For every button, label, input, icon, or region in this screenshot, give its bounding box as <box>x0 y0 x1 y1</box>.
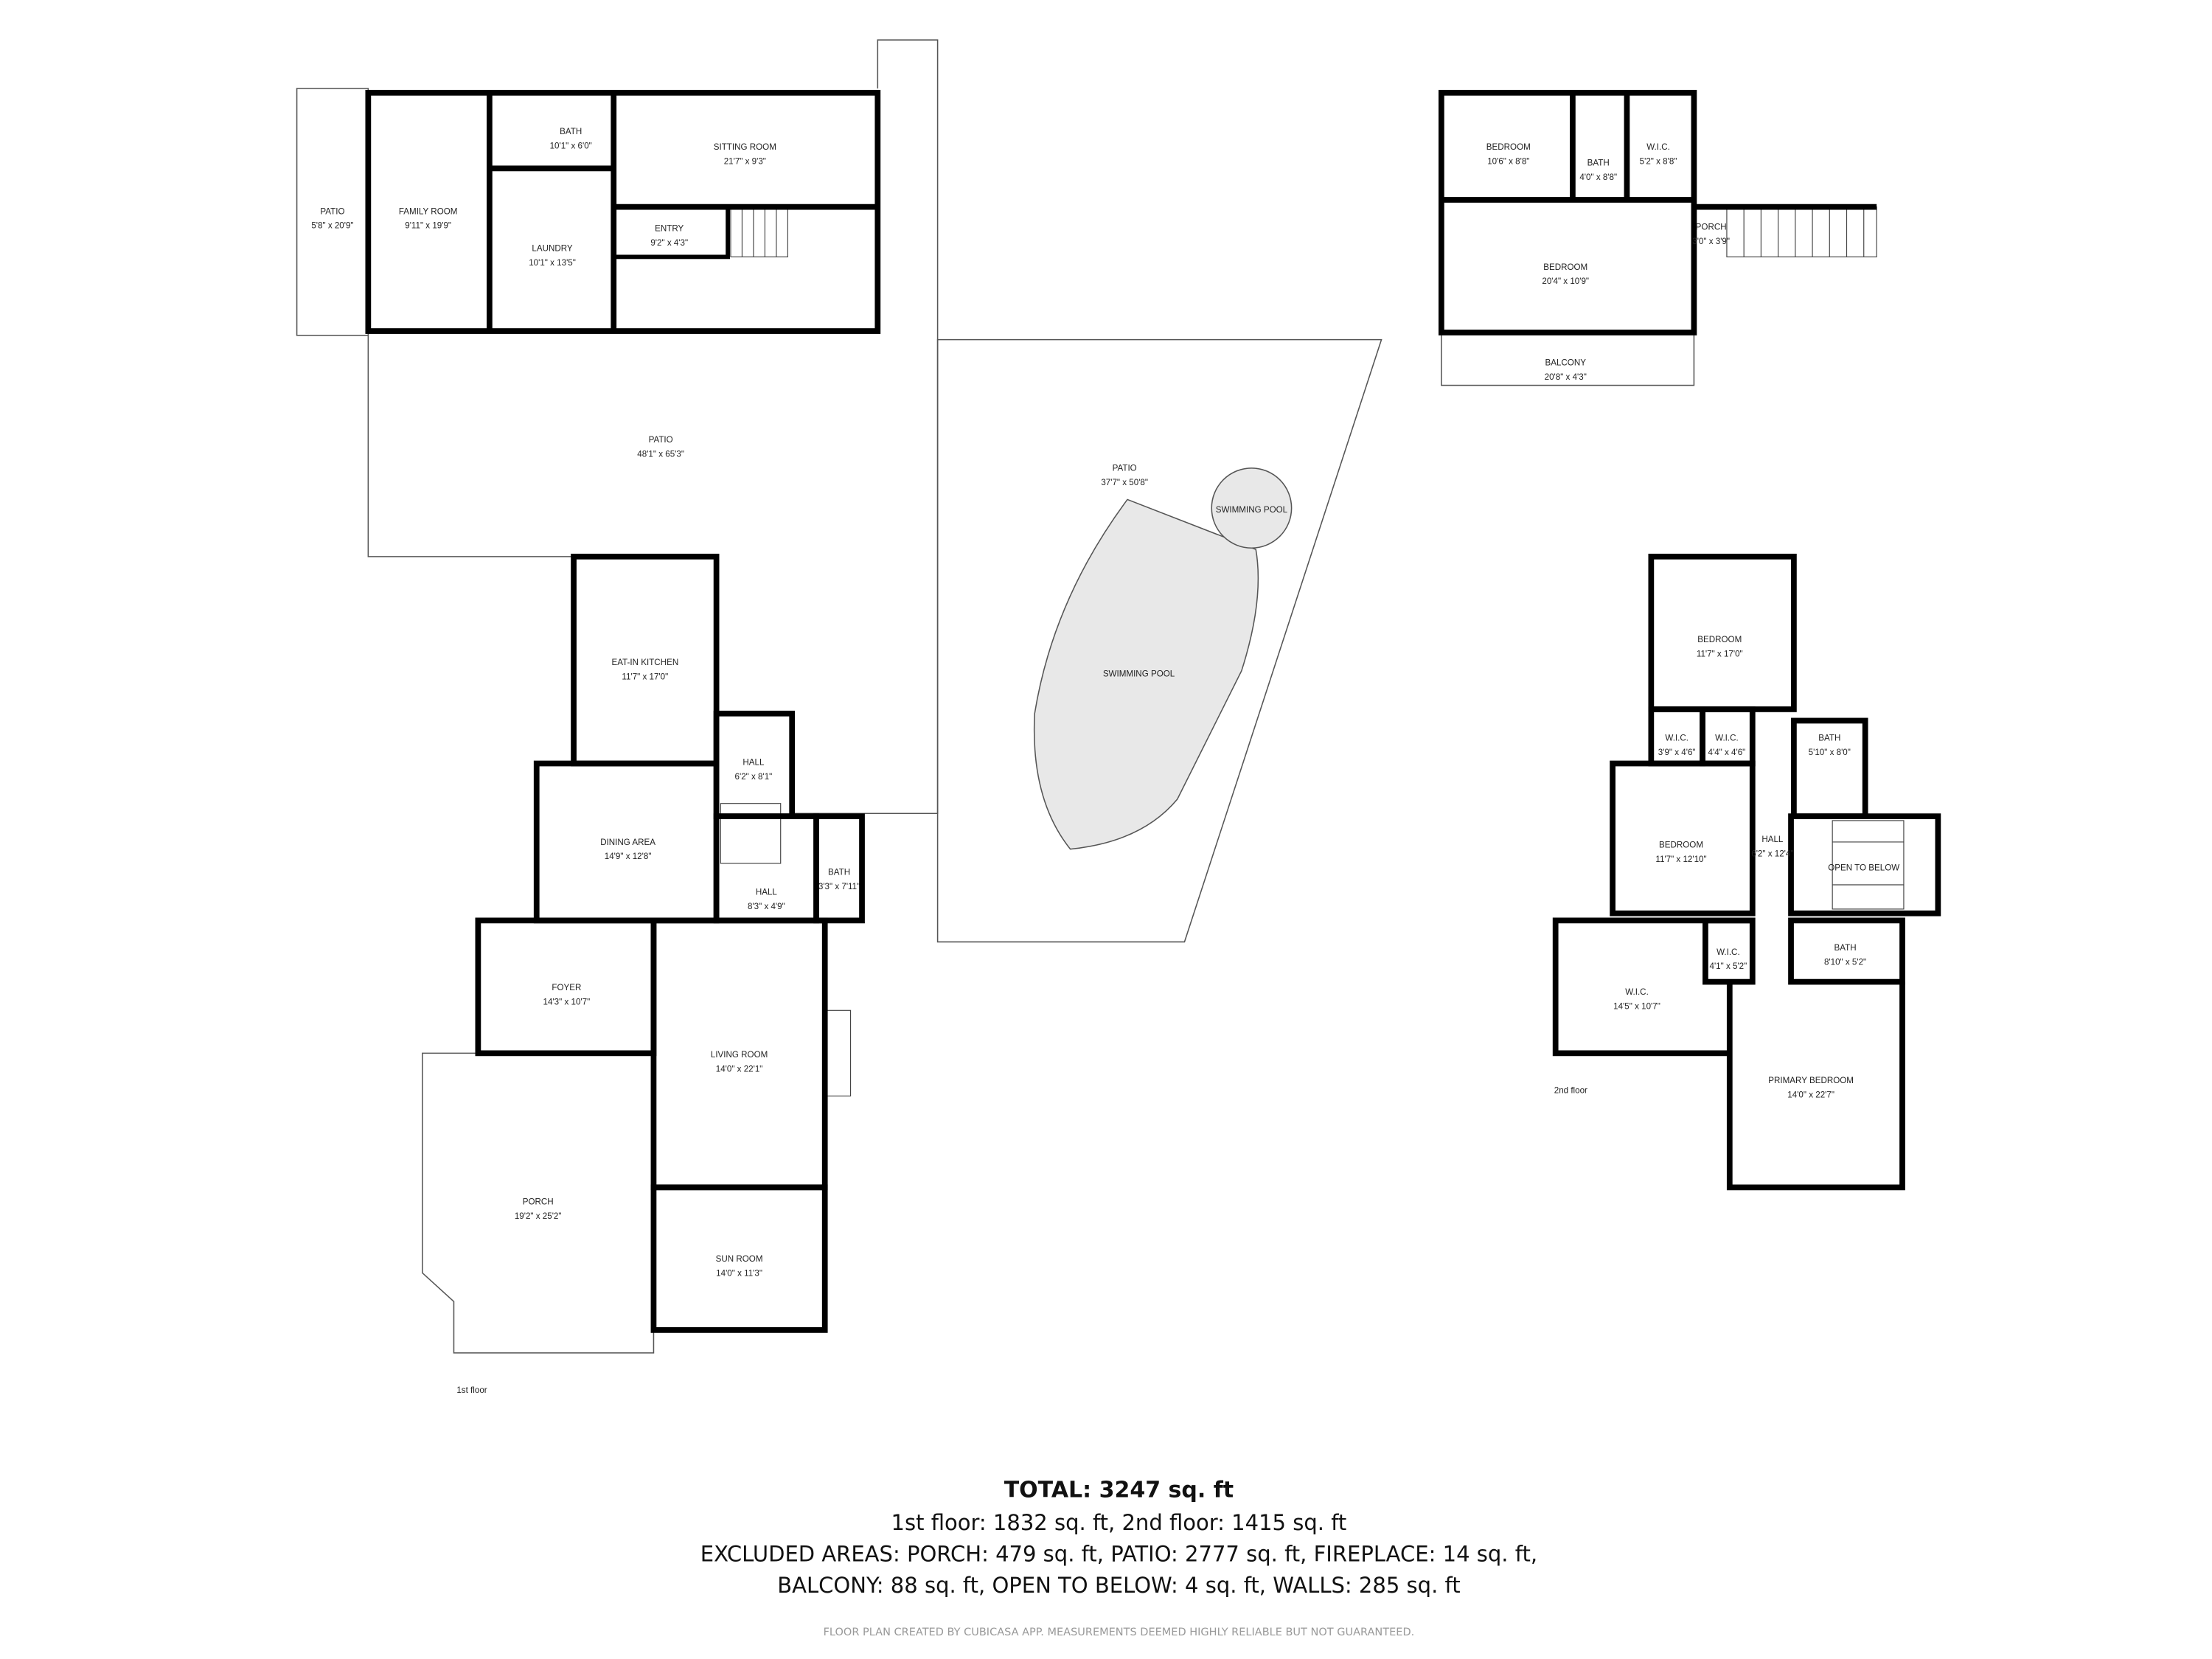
fireplace <box>824 1009 852 1097</box>
floor-label-2nd: 2nd floor <box>1554 1086 1587 1096</box>
patio-pool <box>936 338 1382 943</box>
room-name: HALL <box>756 888 778 897</box>
room-name: BATH <box>1587 159 1610 168</box>
room-name: PATIO <box>320 206 344 216</box>
room-name: PORCH <box>523 1197 554 1207</box>
room-name: HALL <box>742 757 765 767</box>
room-dims: 10'6" x 8'8" <box>1487 157 1529 167</box>
room-dims: 48'1" x 65'3" <box>637 449 684 459</box>
room-dims: 10'1" x 6'0" <box>550 141 592 150</box>
room-name: BEDROOM <box>1486 142 1531 152</box>
room-name: W.I.C. <box>1646 142 1670 152</box>
room-name: SITTING ROOM <box>714 142 776 152</box>
room-name: DINING AREA <box>600 838 655 847</box>
room-name: SWIMMING POOL <box>1216 505 1288 515</box>
room-name: HALL <box>1761 835 1784 844</box>
room-name: BEDROOM <box>1697 635 1742 644</box>
room-dims: 5'10" x 8'0" <box>1809 748 1851 757</box>
pools <box>1033 467 1293 850</box>
room-dims: 3'0" x 3'9" <box>1692 237 1730 246</box>
total-area: TOTAL: 3247 sq. ft <box>1004 1477 1234 1503</box>
walls <box>365 89 1941 1333</box>
room-name: PATIO <box>1113 464 1137 473</box>
room-name: BEDROOM <box>1659 841 1703 850</box>
stairs <box>720 206 1905 1097</box>
room-name: BATH <box>828 867 850 877</box>
floor-label-1st: 1st floor <box>456 1385 487 1395</box>
room-name: SUN ROOM <box>716 1254 763 1264</box>
room-name: BATH <box>1818 734 1840 743</box>
excluded-areas-2: BALCONY: 88 sq. ft, OPEN TO BELOW: 4 sq.… <box>777 1573 1460 1598</box>
room-name: W.I.C. <box>1717 947 1740 957</box>
room-dims: 8'3" x 4'9" <box>748 902 785 911</box>
room-name: FAMILY ROOM <box>399 206 458 216</box>
room-name: LIVING ROOM <box>711 1050 768 1060</box>
room-dims: 14'0" x 11'3" <box>716 1268 762 1278</box>
room-dims: 11'7" x 17'0" <box>622 672 668 681</box>
room-dims: 11'7" x 17'0" <box>1697 649 1743 658</box>
room-name: FOYER <box>552 983 581 992</box>
room-dims: 8'10" x 5'2" <box>1824 957 1866 967</box>
room-dims: 3'3" x 7'11" <box>818 882 860 891</box>
room-dims: 20'4" x 10'9" <box>1542 276 1589 286</box>
room-name: BATH <box>1834 943 1857 953</box>
room-name: LAUNDRY <box>532 244 573 254</box>
room-dims: 14'9" x 12'8" <box>605 852 652 861</box>
room-dims: 14'3" x 10'7" <box>543 998 591 1007</box>
patio-large <box>367 335 574 557</box>
room-name: PORCH <box>1696 223 1727 232</box>
room-name: W.I.C. <box>1625 987 1649 997</box>
room-dims: 9'2" x 4'3" <box>650 238 688 248</box>
room-name: BATH <box>560 127 582 136</box>
room-dims: 6'2" x 12'4" <box>1751 849 1793 858</box>
room-name: W.I.C. <box>1665 734 1688 743</box>
room-dims: 5'8" x 20'9" <box>311 221 353 231</box>
room-dims: 11'7" x 12'10" <box>1655 855 1706 864</box>
patio-strip <box>792 39 939 814</box>
room-dims: 4'1" x 5'2" <box>1709 961 1747 971</box>
excluded-areas-1: EXCLUDED AREAS: PORCH: 479 sq. ft, PATIO… <box>700 1541 1537 1566</box>
room-dims: 21'7" x 9'3" <box>724 157 766 167</box>
room-name: PATIO <box>649 435 673 445</box>
room-name: PRIMARY BEDROOM <box>1768 1076 1854 1085</box>
room-dims: 4'0" x 8'8" <box>1579 173 1617 182</box>
room-dims: 14'5" x 10'7" <box>1613 1001 1660 1011</box>
room-name: SWIMMING POOL <box>1103 669 1175 678</box>
room-dims: 37'7" x 50'8" <box>1101 478 1148 487</box>
room-dims: 19'2" x 25'2" <box>515 1211 562 1221</box>
room-dims: 3'9" x 4'6" <box>1658 748 1696 757</box>
room-labels: PATIO 5'8" x 20'9" FAMILY ROOM 9'11" x 19'… <box>311 127 1899 1278</box>
room-dims: 5'2" x 8'8" <box>1640 157 1677 167</box>
room-name: OPEN TO BELOW <box>1828 863 1899 873</box>
room-name: W.I.C. <box>1715 734 1739 743</box>
swimming-pool-large <box>1033 498 1259 850</box>
room-dims: 14'0" x 22'7" <box>1787 1090 1834 1099</box>
swimming-pool-small <box>1211 467 1293 549</box>
room-dims: 6'2" x 8'1" <box>735 772 773 782</box>
room-dims: 10'1" x 13'5" <box>529 258 576 268</box>
room-name: BEDROOM <box>1543 262 1587 272</box>
room-name: BALCONY <box>1545 358 1586 367</box>
room-name: ENTRY <box>655 224 684 234</box>
room-dims: 9'11" x 19'9" <box>405 221 451 231</box>
room-dims: 14'0" x 22'1" <box>716 1065 763 1074</box>
room-dims: 4'4" x 4'6" <box>1708 748 1746 757</box>
room-name: EAT-IN KITCHEN <box>611 658 678 667</box>
floor-areas: 1st floor: 1832 sq. ft, 2nd floor: 1415 … <box>891 1510 1347 1535</box>
room-dims: 20'8" x 4'3" <box>1545 372 1587 382</box>
outdoor-areas <box>296 39 1695 1354</box>
footer-disclaimer: FLOOR PLAN CREATED BY CUBICASA APP. MEAS… <box>824 1627 1415 1638</box>
area-summary: TOTAL: 3247 sq. ft 1st floor: 1832 sq. f… <box>700 1477 1537 1638</box>
